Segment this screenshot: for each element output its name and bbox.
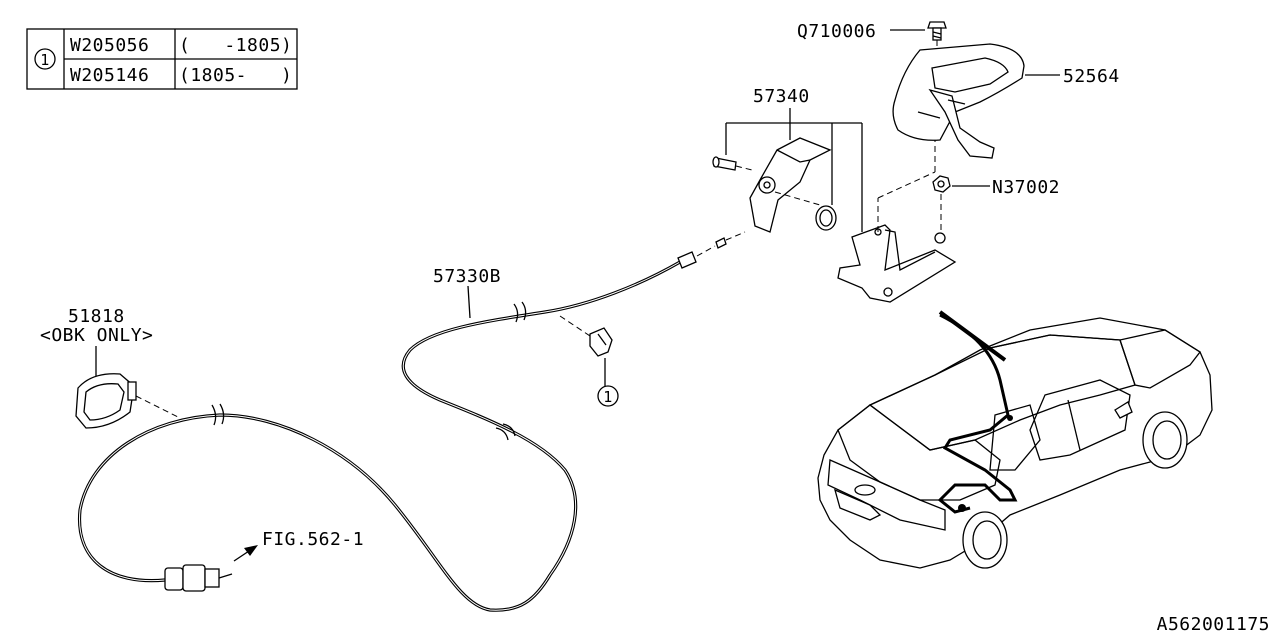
clip-ref-number: 1 xyxy=(603,388,613,406)
ref-row2-part: W205146 xyxy=(70,65,149,86)
cable-end-connector xyxy=(164,564,233,592)
label-grommet-note: <OBK ONLY> xyxy=(40,325,153,346)
lever-part xyxy=(749,137,832,233)
label-bolt: Q710006 xyxy=(797,21,876,42)
nut-part xyxy=(932,175,990,232)
ref-row2-range: (1805- ) xyxy=(179,65,292,86)
label-nut: N37002 xyxy=(992,177,1060,198)
cable-part xyxy=(77,231,746,612)
label-fig-ref: FIG.562-1 xyxy=(262,529,364,550)
label-lever-assy: 57340 xyxy=(753,86,810,107)
cover-part xyxy=(892,43,1060,159)
lever-assy-bracket-lines xyxy=(725,108,863,232)
ref-row1-part: W205056 xyxy=(70,35,149,56)
base-bracket-part xyxy=(837,140,957,303)
clip-part xyxy=(589,327,619,407)
spring-ring-part xyxy=(815,205,837,231)
diagram-id: A562001175 xyxy=(1157,614,1270,635)
fig-ref-arrow xyxy=(233,545,258,562)
grommet-part xyxy=(75,373,181,429)
vehicle-illustration xyxy=(817,310,1213,569)
ref-row1-range: ( -1805) xyxy=(179,35,292,56)
label-grommet: 51818 xyxy=(68,306,125,327)
label-cover: 52564 xyxy=(1063,66,1120,87)
clip-ref-circle xyxy=(597,385,619,407)
pin-part xyxy=(712,156,753,171)
reference-table: 1 W205056 ( -1805) W205146 (1805- ) xyxy=(26,28,298,90)
ref-circle-symbol xyxy=(34,48,56,70)
label-cable: 57330B xyxy=(433,266,501,287)
ref-symbol-number: 1 xyxy=(40,51,50,69)
